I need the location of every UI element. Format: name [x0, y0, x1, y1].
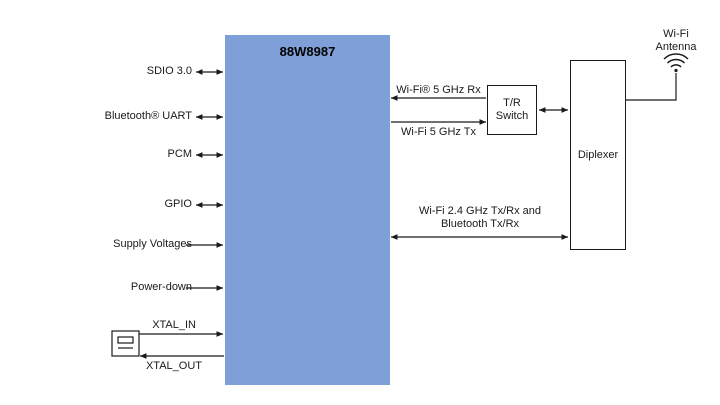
wifi-antenna-icon [663, 53, 689, 73]
crystal-icon [111, 330, 140, 357]
chip-title: 88W8987 [279, 44, 336, 59]
label-24ghz-bt-line2: Bluetooth Tx/Rx [440, 218, 520, 230]
diplexer-block: Diplexer [570, 60, 626, 250]
signal-label-sdio: SDIO 3.0 [146, 65, 192, 77]
signal-label-gpio: GPIO [164, 198, 192, 210]
label-wifi-5ghz-rx: Wi-Fi® 5 GHz Rx [396, 84, 481, 96]
signal-label-power-down: Power-down [130, 281, 192, 293]
label-24ghz-bt: Wi-Fi 2.4 GHz Tx/Rx and Bluetooth Tx/Rx [390, 205, 570, 231]
tr-switch-block: T/R Switch [487, 85, 537, 135]
signal-label-xtal-in: XTAL_IN [152, 319, 196, 331]
signal-label-xtal-out: XTAL_OUT [145, 360, 202, 372]
signal-label-pcm: PCM [167, 148, 192, 160]
signal-label-supply-voltages: Supply Voltages [113, 238, 192, 250]
antenna-label: Wi-Fi Antenna [655, 28, 697, 53]
chip-block: 88W8987 [225, 35, 390, 385]
label-24ghz-bt-line1: Wi-Fi 2.4 GHz Tx/Rx and [418, 205, 542, 217]
connector-antenna-feed [626, 73, 677, 101]
signal-label-bluetooth-uart: Bluetooth® UART [104, 110, 192, 122]
label-wifi-5ghz-tx: Wi-Fi 5 GHz Tx [401, 126, 476, 138]
